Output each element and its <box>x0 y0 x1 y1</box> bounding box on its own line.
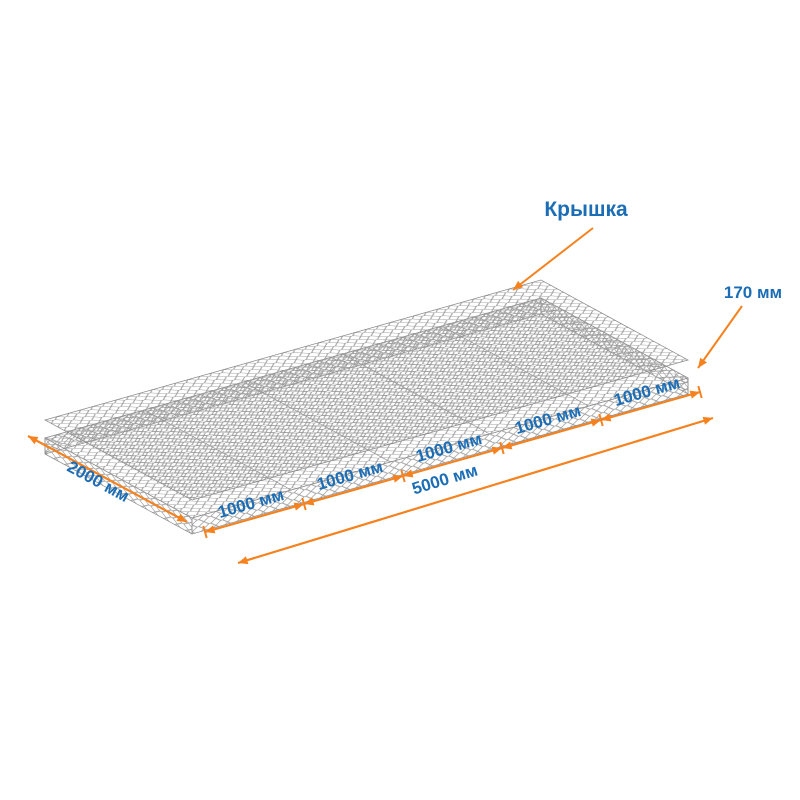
lid-label: Крышка <box>544 198 628 221</box>
dimension-lines <box>27 227 743 565</box>
lid-leader-arrow <box>512 227 594 291</box>
width-dimension-line <box>27 435 188 523</box>
length-dimension-line <box>237 416 714 565</box>
height-dim-label: 170 мм <box>723 283 783 302</box>
segment-dimension-line <box>600 390 701 422</box>
height-leader-arrow <box>697 305 743 369</box>
